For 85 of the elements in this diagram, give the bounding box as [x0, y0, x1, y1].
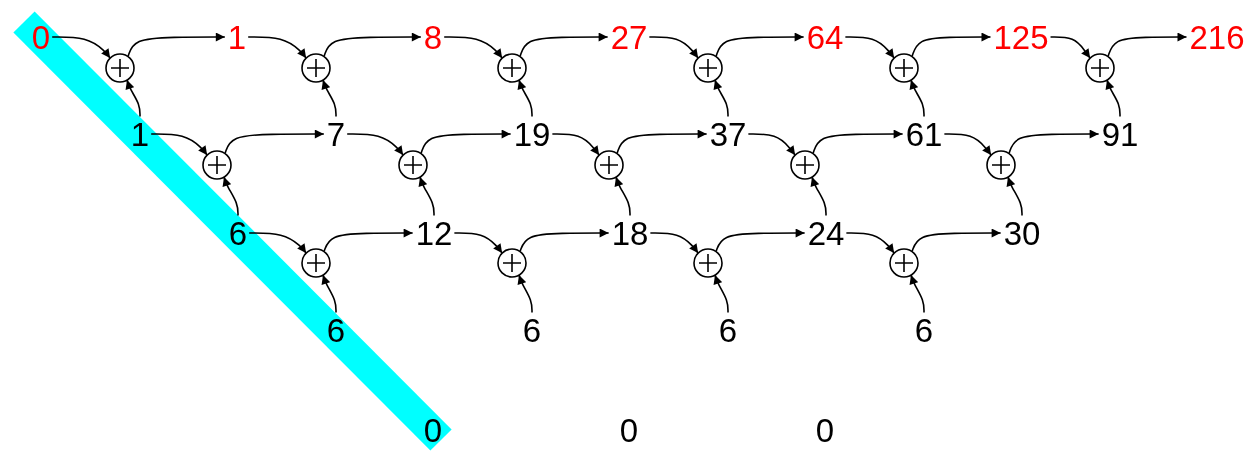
number-label: 7 [326, 117, 346, 151]
arrow [346, 133, 404, 156]
arrow [649, 232, 699, 254]
arrow [810, 176, 827, 217]
arrow [248, 232, 307, 254]
number-label: 8 [423, 20, 443, 54]
number-label: 6 [228, 216, 248, 250]
arrow [517, 79, 533, 118]
adder-symbol [497, 53, 527, 83]
arrow [713, 274, 729, 314]
adder-symbol [497, 248, 527, 278]
adder-symbol [986, 150, 1016, 180]
arrow [1006, 176, 1023, 217]
adder-symbol [105, 53, 135, 83]
number-label: 91 [1101, 117, 1139, 151]
arrow [51, 36, 111, 59]
arrow [321, 274, 337, 314]
arrow [127, 32, 226, 58]
arrow [713, 79, 729, 118]
arrow [1105, 79, 1121, 118]
adder-symbol [301, 53, 331, 83]
arrow [150, 133, 208, 156]
adder-symbol [790, 150, 820, 180]
arrow [420, 129, 512, 155]
arrow [812, 129, 904, 155]
arrow [519, 228, 610, 253]
arrow [323, 228, 414, 253]
arrow [616, 129, 708, 155]
number-label: 6 [326, 313, 346, 347]
arrow [715, 228, 806, 253]
number-label: 0 [815, 413, 835, 447]
arrow [321, 79, 337, 118]
number-label: 27 [610, 20, 648, 54]
arrow [418, 176, 435, 217]
arrow [224, 129, 325, 155]
arrow [747, 133, 796, 156]
number-label: 64 [806, 20, 844, 54]
arrow [323, 32, 422, 58]
adder-symbol [693, 248, 723, 278]
number-label: 216 [1189, 20, 1245, 54]
arrow [519, 32, 609, 58]
number-label: 61 [905, 117, 943, 151]
number-label: 19 [513, 117, 551, 151]
adder-symbol [594, 150, 624, 180]
arrow [443, 36, 503, 59]
arrow [943, 133, 992, 156]
number-label: 18 [611, 216, 649, 250]
arrow [909, 79, 925, 118]
adder-symbol [301, 248, 331, 278]
number-label: 0 [423, 413, 443, 447]
number-label: 6 [718, 313, 738, 347]
arrow [517, 274, 533, 314]
adder-symbol [1085, 53, 1115, 83]
arrow [911, 228, 1002, 253]
adder-symbol [889, 248, 919, 278]
arrow [844, 36, 895, 59]
number-label: 30 [1003, 216, 1041, 250]
arrow [1008, 129, 1100, 155]
number-label: 6 [522, 313, 542, 347]
number-label: 0 [31, 20, 51, 54]
arrow [845, 232, 895, 254]
number-label: 37 [709, 117, 747, 151]
arrow [247, 36, 307, 59]
number-label: 1 [227, 20, 247, 54]
number-label: 6 [914, 313, 934, 347]
arrow [125, 79, 141, 118]
number-label: 24 [807, 216, 845, 250]
arrow [909, 274, 925, 314]
number-label: 12 [415, 216, 453, 250]
number-label: 125 [993, 20, 1049, 54]
arrow [453, 232, 503, 254]
adder-symbol [889, 53, 919, 83]
adder-symbol [202, 150, 232, 180]
arrow [715, 32, 805, 58]
arrow [1049, 36, 1091, 59]
adder-symbol [398, 150, 428, 180]
arrow [551, 133, 600, 156]
arrow [1107, 32, 1188, 58]
arrow [648, 36, 699, 59]
arrow [911, 32, 992, 58]
number-label: 1 [130, 117, 150, 151]
adder-symbol [693, 53, 723, 83]
arrow [222, 176, 239, 217]
number-label: 0 [619, 413, 639, 447]
arrow [614, 176, 631, 217]
